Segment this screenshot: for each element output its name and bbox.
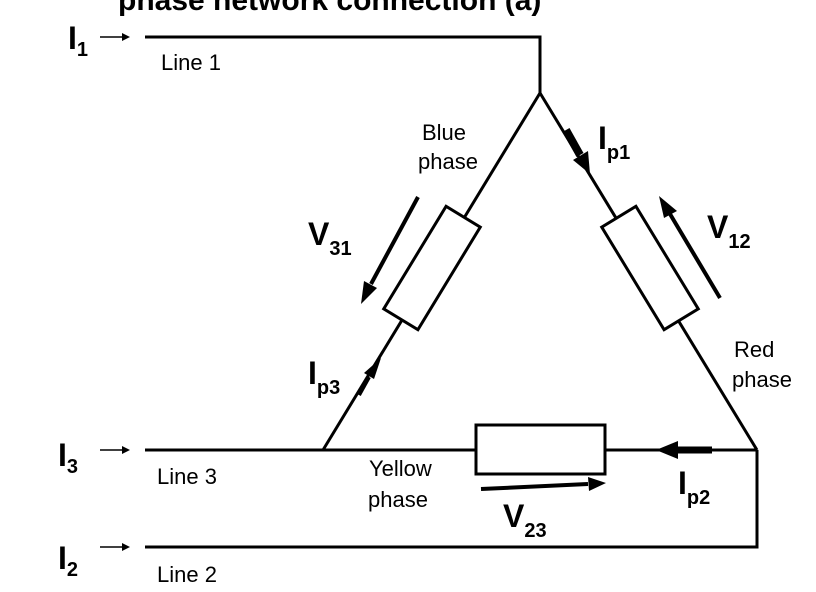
ip2-label: Ip2	[678, 465, 710, 509]
blue-phase-label-2: phase	[418, 149, 478, 174]
line-2-current-label: I2	[58, 540, 78, 581]
line-1-wire	[145, 35, 542, 93]
red-phase-label-2: phase	[732, 367, 792, 392]
line-3-current-arrow	[100, 446, 130, 454]
blue-phase-impedance	[381, 204, 483, 332]
line-3-label: Line 3	[157, 464, 217, 489]
ip1-current-arrow	[562, 128, 590, 174]
header-partial-text: phase network connection (a)	[118, 0, 541, 17]
line-1-current-label: I1	[68, 20, 88, 61]
line-2-wire	[145, 450, 759, 549]
v23-label: V23	[503, 498, 547, 542]
ip3-label: Ip3	[308, 355, 340, 399]
line-1-current-arrow	[100, 33, 130, 41]
yellow-phase-impedance	[474, 423, 607, 476]
line-3-current-label: I3	[58, 437, 78, 478]
line-1-label: Line 1	[161, 50, 221, 75]
ip2-current-arrow	[656, 441, 712, 459]
v31-voltage-arrow	[361, 196, 420, 304]
red-phase-label: Red	[734, 337, 774, 362]
v31-label: V31	[308, 216, 352, 260]
line-2-label: Line 2	[157, 562, 217, 587]
yellow-phase-label-2: phase	[368, 487, 428, 512]
red-phase-impedance	[599, 204, 701, 332]
ip1-label: Ip1	[598, 120, 630, 164]
blue-phase-label: Blue	[422, 120, 466, 145]
line-2-current-arrow	[100, 543, 130, 551]
yellow-phase-label: Yellow	[369, 456, 432, 481]
v12-label: V12	[707, 209, 751, 253]
v12-voltage-arrow	[659, 196, 722, 300]
v23-voltage-arrow	[480, 477, 606, 491]
ip3-current-arrow	[357, 358, 381, 396]
